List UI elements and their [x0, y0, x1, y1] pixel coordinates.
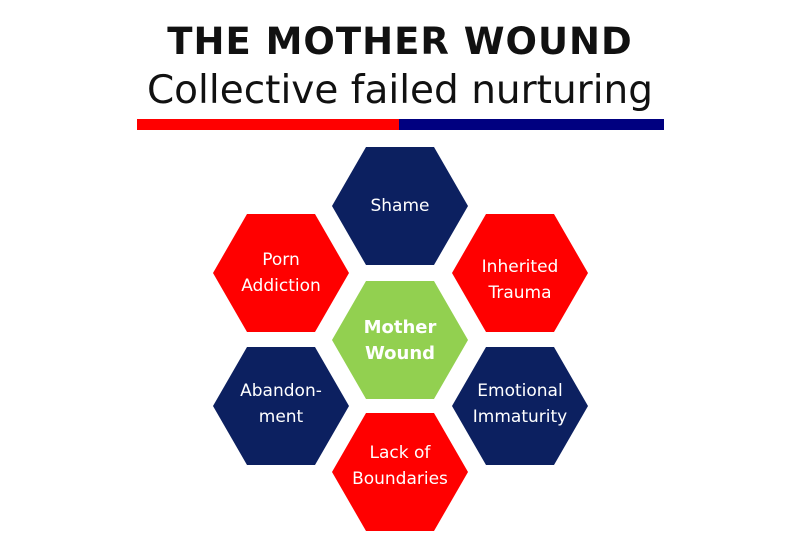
hex-shame: Shame [332, 147, 468, 265]
hex-label: Lack of [369, 443, 431, 463]
hex-lack-of-boundaries: Lack of Boundaries [332, 413, 468, 531]
hex-label: ment [258, 407, 304, 427]
hex-label: Emotional [477, 381, 563, 401]
hex-label: Immaturity [472, 407, 568, 427]
hex-label: Porn [262, 250, 300, 270]
hex-label: Boundaries [352, 469, 448, 489]
hex-label: Inherited [481, 257, 559, 277]
hex-label: Mother [363, 317, 437, 338]
hex-label: Addiction [241, 276, 321, 296]
hex-abandonment: Abandon-ment [213, 347, 349, 465]
divider-red [137, 119, 399, 130]
divider-blue [399, 119, 664, 130]
hex-label: Wound [364, 343, 436, 364]
hex-label: Abandon- [240, 381, 322, 401]
page-title: THE MOTHER WOUND [167, 20, 633, 63]
page-subtitle: Collective failed nurturing [146, 68, 654, 113]
hex-label: Trauma [488, 283, 552, 303]
hex-label: Shame [370, 196, 430, 216]
